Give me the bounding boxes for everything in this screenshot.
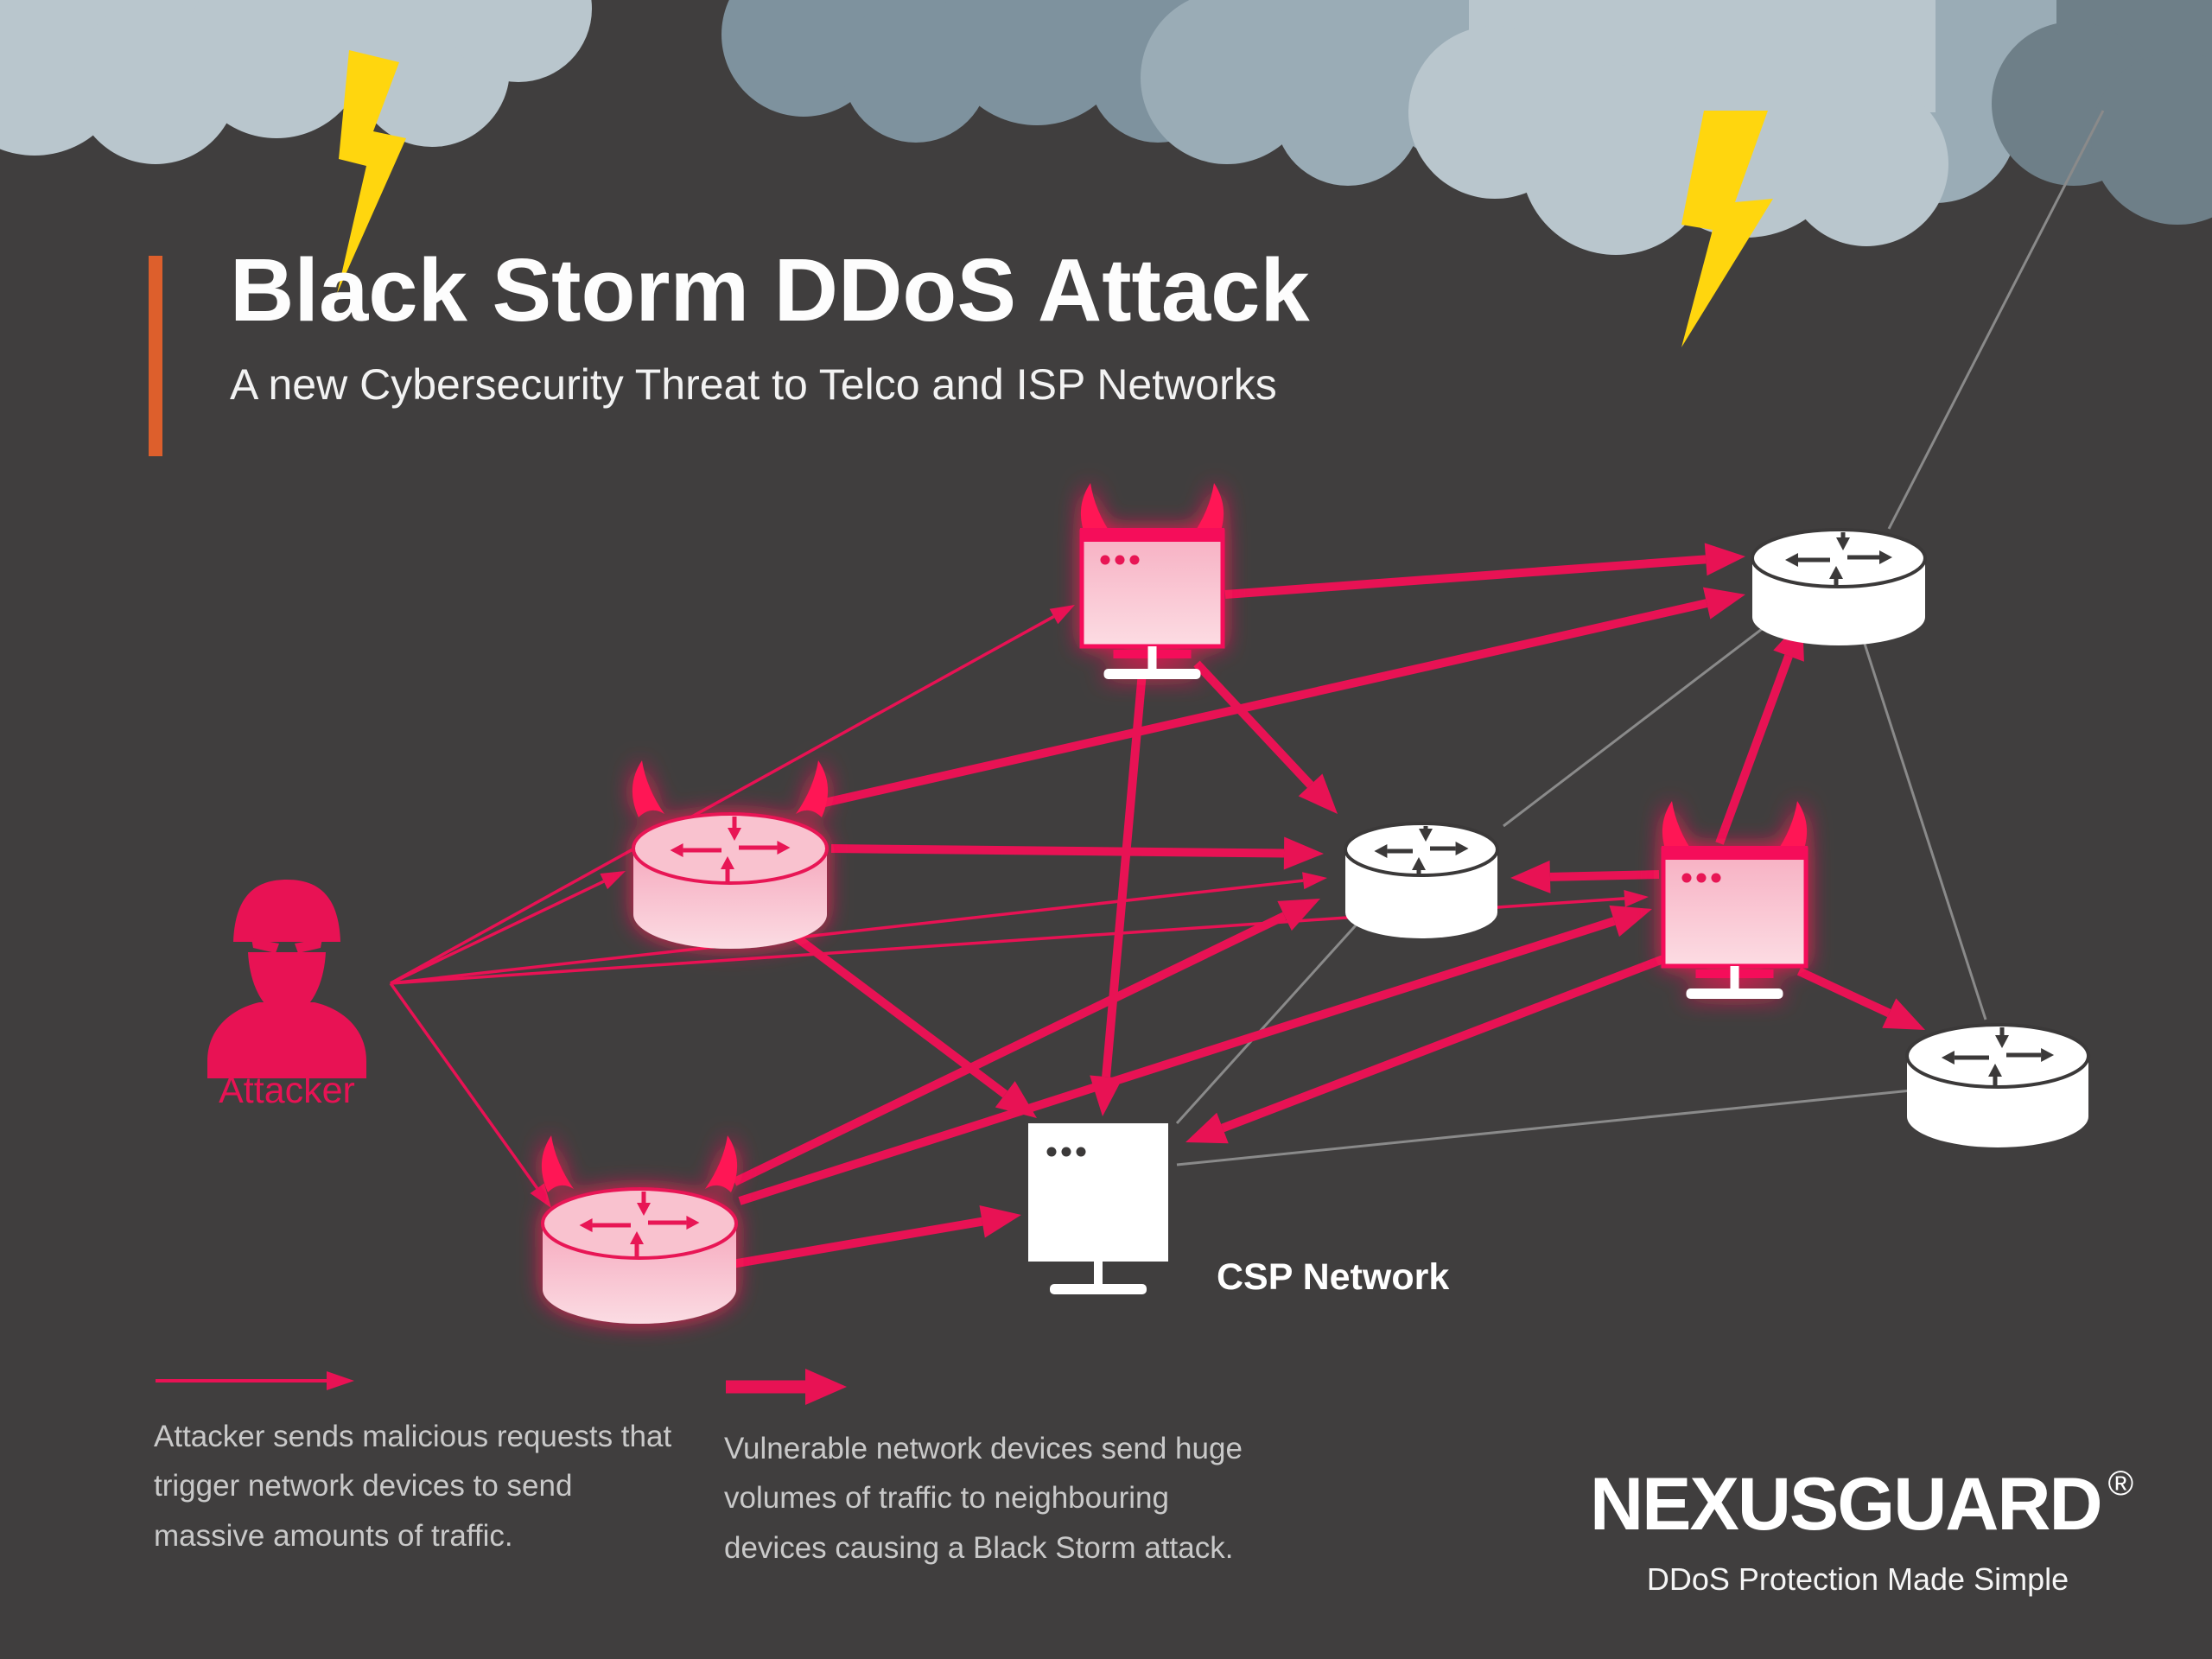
edge-peer-link-router-top-right-to-sky	[1887, 110, 2105, 530]
edge-peer-link-router-top-right-to-router-center	[1503, 613, 1781, 828]
storm-cloud	[1992, 0, 2212, 225]
legend-item-traffic-flood: Vulnerable network devices send huge vol…	[724, 1365, 1277, 1573]
legend-text: Vulnerable network devices send huge vol…	[724, 1432, 1243, 1565]
edge-traffic-flood-monitor-top-to-router-center	[1193, 660, 1338, 814]
device-router-router-top-right	[1751, 528, 1927, 645]
attacker-label: Attacker	[219, 1070, 355, 1111]
edge-traffic-flood-monitor-right-to-router-bottom-right	[1796, 967, 1925, 1030]
thick-arrow-icon	[726, 1369, 847, 1405]
thin-arrow-icon	[156, 1371, 354, 1390]
device-monitor-monitor-top	[1079, 483, 1225, 679]
device-router-router-bottom-right	[1905, 1023, 2090, 1147]
router-arrow-glyph	[721, 856, 734, 881]
router-arrow-glyph	[1412, 857, 1426, 874]
edge-attack-request-attacker-to-router-mid-left	[390, 871, 626, 985]
router-arrow-glyph	[1829, 566, 1843, 585]
edge-traffic-flood-monitor-top-to-router-top-right	[1224, 543, 1745, 599]
router-arrow-glyph	[1430, 842, 1469, 855]
edge-traffic-flood-router-mid-left-to-router-center	[830, 836, 1324, 870]
edge-attack-request-attacker-to-router-center	[390, 872, 1327, 985]
storm-cloud	[0, 0, 592, 164]
edge-traffic-flood-monitor-right-to-monitor-center	[1185, 953, 1669, 1144]
edge-traffic-flood-router-mid-left-to-router-top-right	[819, 587, 1745, 808]
router-arrow-glyph	[1836, 532, 1850, 550]
edge-traffic-flood-router-bottom-left-to-router-center	[732, 899, 1320, 1186]
page-title: Black Storm DDoS Attack	[230, 240, 1310, 340]
device-router-router-center	[1344, 822, 1499, 938]
edge-traffic-flood-router-bottom-left-to-monitor-center	[706, 1205, 1021, 1273]
router-arrow-glyph	[739, 841, 791, 855]
router-arrow-glyph	[630, 1231, 644, 1256]
edge-attack-request-attacker-to-router-bottom-left	[389, 982, 551, 1208]
registered-mark: ®	[2107, 1465, 2134, 1503]
edge-peer-link-router-center-to-monitor-center	[1175, 906, 1374, 1125]
router-arrow-glyph	[1847, 550, 1892, 564]
router-arrow-glyph	[579, 1218, 631, 1232]
lightning-icon-left	[337, 50, 406, 294]
brand-logo: NEXUSGUARD	[1590, 1463, 2103, 1546]
accent-bar	[149, 256, 162, 456]
legend-item-malicious-requests: Attacker sends malicious requests that t…	[154, 1365, 707, 1560]
device-monitor-monitor-right	[1661, 801, 1808, 999]
router-arrow-glyph	[1785, 553, 1830, 567]
router-arrow-glyph	[1941, 1051, 1989, 1065]
router-arrow-glyph	[1419, 826, 1433, 842]
brand-block: NEXUSGUARD® DDoS Protection Made Simple	[1590, 1462, 2133, 1598]
device-router-router-bottom-left	[541, 1135, 738, 1324]
network-edges	[389, 110, 2105, 1273]
csp-network-label: CSP Network	[1217, 1256, 1450, 1298]
edge-peer-link-router-top-right-to-router-bottom-right	[1854, 616, 1987, 1020]
edge-attack-request-attacker-to-monitor-top	[390, 605, 1075, 985]
title-block: Black Storm DDoS Attack A new Cybersecur…	[149, 240, 1310, 456]
router-arrow-glyph	[728, 817, 741, 841]
edge-traffic-flood-router-bottom-left-to-monitor-right	[738, 905, 1652, 1205]
legend-text: Attacker sends malicious requests that t…	[154, 1420, 672, 1553]
router-arrow-glyph	[1995, 1027, 2009, 1048]
storm-clouds	[0, 0, 2212, 255]
router-arrow-glyph	[1374, 844, 1413, 858]
page-subtitle: A new Cybersecurity Threat to Telco and …	[230, 360, 1277, 410]
storm-cloud	[1408, 0, 1948, 255]
device-monitor-monitor-center	[1028, 1123, 1168, 1294]
device-router-router-mid-left	[632, 760, 829, 949]
network-devices	[207, 483, 2090, 1324]
edge-peer-link-monitor-center-to-router-bottom-right	[1176, 1089, 1912, 1166]
lightning-icon-right	[1681, 111, 1773, 347]
router-arrow-glyph	[1988, 1064, 2002, 1085]
router-arrow-glyph	[2006, 1048, 2055, 1062]
edge-traffic-flood-monitor-right-to-router-center	[1510, 860, 1660, 893]
router-arrow-glyph	[637, 1192, 651, 1216]
router-arrow-glyph	[670, 843, 721, 857]
router-arrow-glyph	[648, 1216, 700, 1230]
attacker-icon	[207, 880, 366, 1078]
brand-tagline: DDoS Protection Made Simple	[1646, 1561, 2069, 1597]
